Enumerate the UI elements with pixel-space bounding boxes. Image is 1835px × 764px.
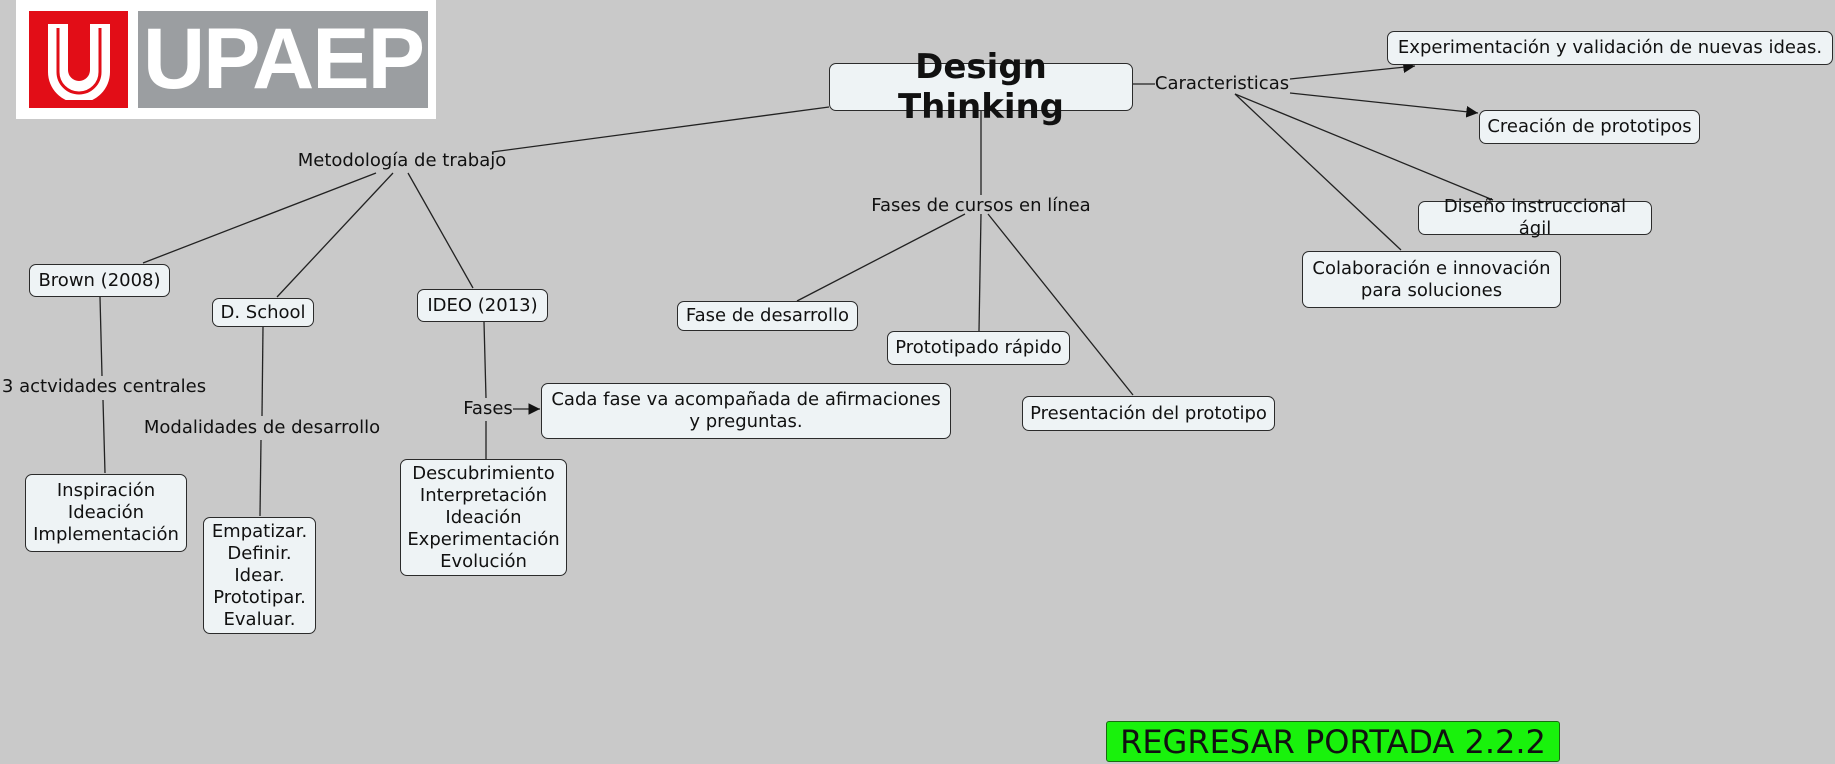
concept-prototipado-rapido: Prototipado rápido (887, 331, 1070, 365)
logo-wordmark: UPAEP (138, 11, 428, 108)
link-label-actividades: 3 actvidades centrales (1, 376, 207, 397)
link-label-fases-cursos: Fases de cursos en línea (871, 195, 1091, 216)
concept-cada-fase: Cada fase va acompañada de afirmaciones … (541, 383, 951, 439)
concept-presentacion-prototipo: Presentación del prototipo (1022, 396, 1275, 431)
link-label-modalidades: Modalidades de desarrollo (143, 417, 381, 438)
link-label-fases: Fases (463, 398, 513, 419)
concept-d-school: D. School (212, 298, 314, 327)
upaep-logo: UPAEP (16, 0, 436, 119)
logo-u-mark (29, 11, 128, 108)
link-label-metodologia: Metodología de trabajo (297, 150, 507, 171)
concept-creacion-prototipos: Creación de prototipos (1479, 110, 1700, 144)
concept-empatizar-evaluar: Empatizar. Definir. Idear. Prototipar. E… (203, 517, 316, 634)
concept-brown-2008: Brown (2008) (29, 264, 170, 297)
concept-inspiracion-ideacion: Inspiración Ideación Implementación (25, 474, 187, 552)
link-label-caracteristicas: Caracteristicas (1154, 73, 1290, 94)
concept-experimentacion: Experimentación y validación de nuevas i… (1387, 31, 1833, 65)
concept-fase-desarrollo: Fase de desarrollo (677, 301, 858, 331)
u-shield-icon (47, 23, 110, 100)
concept-ideo-2013: IDEO (2013) (417, 289, 548, 322)
concept-descubrimiento-evolucion: Descubrimiento Interpretación Ideación E… (400, 459, 567, 576)
concept-diseno-instruccional: Diseño instruccional ágil (1418, 196, 1652, 239)
regresar-portada-button[interactable]: REGRESAR PORTADA 2.2.2 (1106, 721, 1560, 762)
concept-colaboracion: Colaboración e innovación para solucione… (1302, 251, 1561, 308)
main-concept-design-thinking: Design Thinking (829, 47, 1133, 127)
